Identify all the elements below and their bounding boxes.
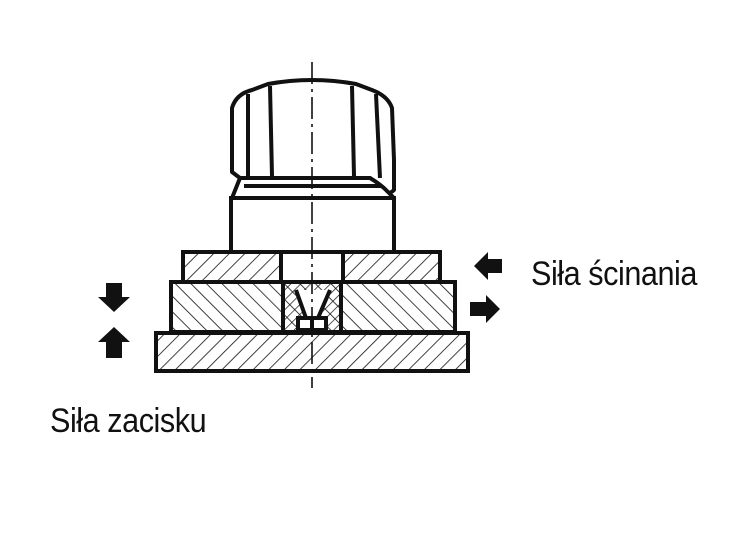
knob-collar <box>230 176 396 200</box>
arrow-left-icon <box>474 252 502 280</box>
middle-plate <box>169 280 457 334</box>
clamping-force-label: Siła zacisku <box>50 402 207 440</box>
shear-force-label: Siła ścinania <box>531 255 697 293</box>
knob-head <box>230 78 396 196</box>
arrow-down-icon <box>98 283 130 312</box>
arrow-up-icon <box>98 327 130 358</box>
arrow-right-icon <box>470 295 500 323</box>
